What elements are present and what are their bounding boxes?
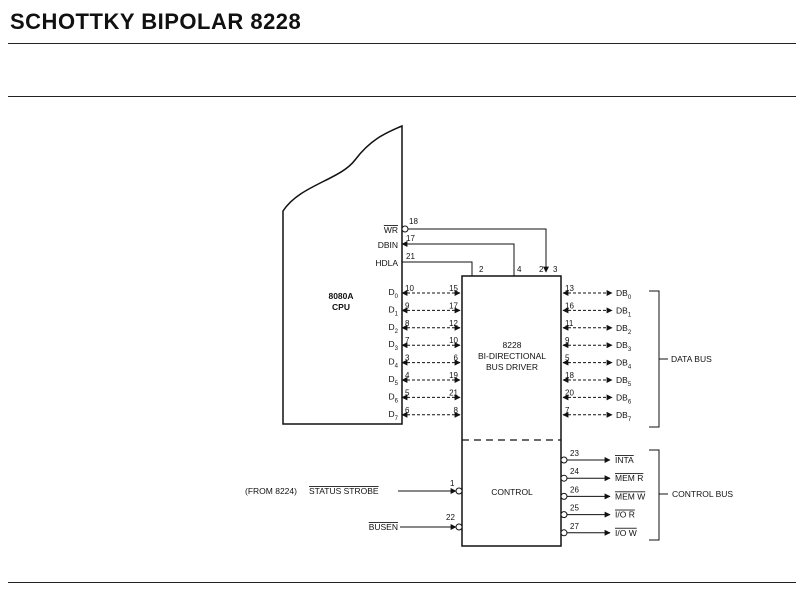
cpu-data-pin: 4 [405, 371, 410, 380]
control-output-signal: INTA [615, 455, 634, 465]
control-output-signal: MEM R [615, 473, 643, 483]
status-strobe-prefix: (FROM 8224) [245, 486, 297, 496]
cpu-data-pin: 3 [405, 354, 410, 363]
control-pin: 27 [570, 522, 579, 531]
data-bus-signal: DB2 [616, 323, 632, 336]
wr-signal: WR [384, 225, 398, 235]
page-title: SCHOTTKY BIPOLAR 8228 [10, 9, 302, 34]
driver-top-pin: 4 [517, 265, 522, 274]
data-bus-signal: DB6 [616, 392, 632, 405]
control-bubble [560, 511, 568, 519]
cpu-data-signal: D3 [389, 339, 399, 352]
cpu-data-pin: 9 [405, 301, 410, 310]
dbin-signal: DBIN [378, 240, 398, 250]
title-rule [8, 43, 796, 44]
control-output-signal: I/O R [615, 510, 635, 520]
driver-right-pin: 13 [565, 284, 574, 293]
cpu-block [282, 124, 403, 425]
hlda-line [402, 261, 473, 276]
driver-right-pin: 9 [565, 336, 570, 345]
driver-top-pin: 2 [539, 265, 544, 274]
data-bus-signal: DB7 [616, 410, 632, 423]
cpu-data-pin: 7 [405, 336, 410, 345]
driver-right-pin: 11 [565, 319, 574, 328]
driver-right-pin: 16 [565, 301, 574, 310]
driver-top-pin: 2 [479, 265, 484, 274]
cpu-data-signal: D6 [389, 391, 399, 404]
driver-line2: BI-DIRECTIONAL [478, 351, 546, 361]
driver-left-pin: 17 [449, 301, 458, 310]
cpu-name: 8080A [328, 291, 353, 301]
driver-left-pin: 21 [449, 388, 458, 397]
control-bubble [560, 529, 568, 537]
control-output-signal: I/O W [615, 528, 637, 538]
cpu-data-signal: D1 [389, 304, 399, 317]
cpu-data-signal: D5 [389, 374, 399, 387]
control-pin: 25 [570, 504, 579, 513]
driver-left-pin: 19 [449, 371, 458, 380]
data-bus-signal: DB1 [616, 305, 632, 318]
cpu-data-signal: D7 [389, 409, 399, 422]
cpu-data-signal: D4 [389, 357, 399, 370]
driver-left-pin: 12 [449, 319, 458, 328]
busen-bubble [455, 523, 463, 531]
cpu-data-signal: D2 [389, 322, 399, 335]
cpu-data-pin: 5 [405, 388, 410, 397]
wr-line [408, 228, 549, 273]
data-bus-bracket [649, 290, 668, 428]
dbin-pin: 17 [406, 234, 415, 243]
hlda-signal: HDLA [375, 258, 398, 268]
data-bus-signal: DB0 [616, 288, 632, 301]
driver-right-pin: 20 [565, 388, 574, 397]
dbin-line [401, 241, 515, 276]
driver-right-pin: 7 [565, 406, 570, 415]
driver-top-pin: 3 [553, 265, 558, 274]
hlda-pin: 21 [406, 252, 415, 261]
cpu-sub: CPU [332, 302, 350, 312]
driver-left-pin: 15 [449, 284, 458, 293]
data-bus-signal: DB4 [616, 358, 632, 371]
control-bus-bracket [649, 449, 668, 541]
cpu-data-signal: D0 [389, 287, 399, 300]
cpu-data-pin: 6 [405, 406, 410, 415]
control-pin: 23 [570, 449, 579, 458]
driver-left-pin: 6 [454, 354, 459, 363]
cpu-data-pin: 10 [405, 284, 414, 293]
control-bubble [560, 492, 568, 500]
busen-label: BUSEN [369, 522, 398, 532]
footer-divider [8, 582, 796, 583]
driver-line1: 8228 [503, 340, 522, 350]
control-pin: 26 [570, 485, 579, 494]
busen-pin: 22 [446, 513, 455, 522]
wr-pin: 18 [409, 217, 418, 226]
control-output-signal: MEM W [615, 491, 645, 501]
driver-right-pin: 5 [565, 354, 570, 363]
status-strobe-bubble [455, 487, 463, 495]
data-bus-signal: DB3 [616, 340, 632, 353]
driver-line3: BUS DRIVER [486, 362, 538, 372]
driver-left-pin: 10 [449, 336, 458, 345]
status-strobe-pin: 1 [450, 479, 455, 488]
driver-block [461, 275, 562, 547]
control-bubble [560, 456, 568, 464]
data-bus-signal: DB5 [616, 375, 632, 388]
cpu-data-pin: 8 [405, 319, 410, 328]
control-bus-label: CONTROL BUS [672, 489, 733, 499]
header-divider [8, 96, 796, 97]
driver-right-pin: 18 [565, 371, 574, 380]
driver-left-pin: 8 [454, 406, 459, 415]
status-strobe-label: STATUS STROBE [309, 486, 379, 496]
wr-bubble [401, 225, 409, 233]
control-pin: 24 [570, 467, 579, 476]
driver-control: CONTROL [491, 487, 533, 497]
data-bus-label: DATA BUS [671, 354, 712, 364]
control-bubble [560, 474, 568, 482]
